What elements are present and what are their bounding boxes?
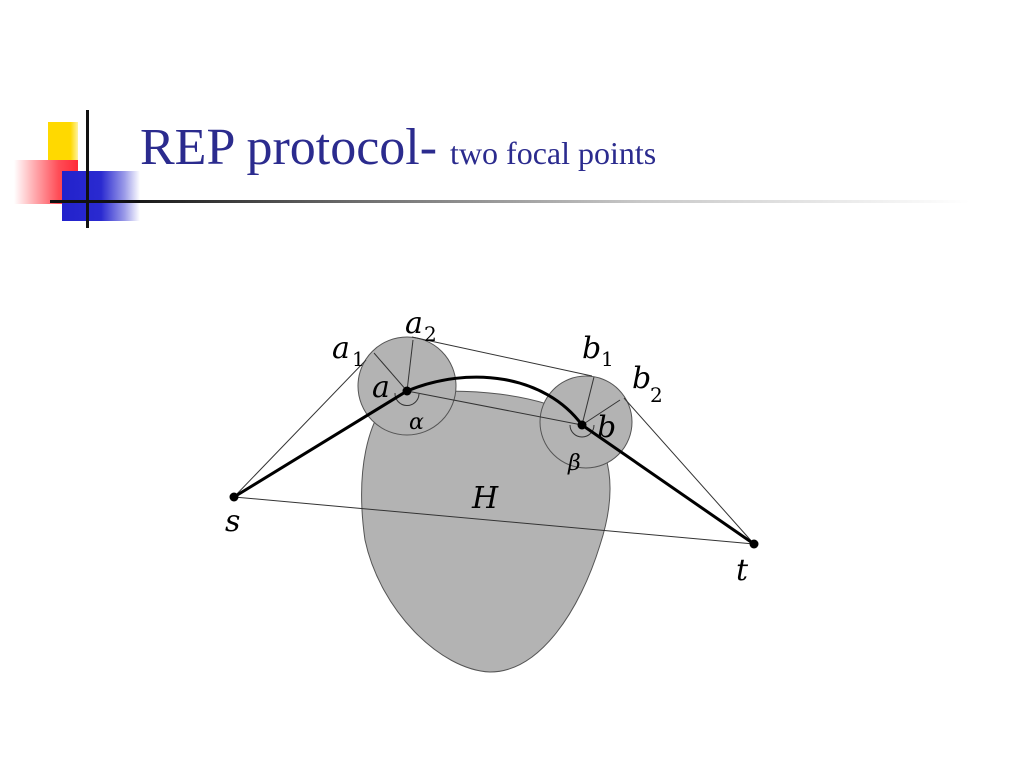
line-a-b <box>406 390 583 426</box>
logo-horizontal-line <box>50 200 142 203</box>
label-alpha: α <box>409 410 424 435</box>
point-b <box>577 420 587 430</box>
label-a1-subscript: 1 <box>352 347 365 371</box>
line-b2-t <box>623 397 755 545</box>
logo-blue-square <box>62 171 140 221</box>
focal-disk-a <box>357 336 457 436</box>
title-underline <box>140 200 970 203</box>
label-a1: a <box>332 331 350 366</box>
logo-vertical-line <box>86 110 89 228</box>
slide-title-main: REP protocol- <box>140 119 451 176</box>
point-s <box>229 492 239 502</box>
radius-b-b1 <box>581 376 595 426</box>
label-b1: b <box>582 331 601 366</box>
radius-b-b2 <box>581 399 621 426</box>
label-b2: b <box>632 361 651 396</box>
line-a2-b1 <box>411 336 593 377</box>
angle-arc-beta <box>569 424 595 438</box>
label-a: a <box>372 370 390 405</box>
slide-logo-decoration <box>0 0 150 240</box>
logo-yellow-square <box>48 122 78 164</box>
label-a2: a <box>405 306 423 341</box>
slide-title-subtitle: two focal points <box>450 135 657 171</box>
line-s-t <box>233 496 755 545</box>
point-a <box>402 386 412 396</box>
label-s: s <box>225 504 240 539</box>
label-t: t <box>736 553 749 588</box>
hull-lines <box>233 336 755 545</box>
label-b1-subscript: 1 <box>601 347 614 371</box>
label-b2-subscript: 2 <box>650 383 663 407</box>
label-h: H <box>471 481 499 516</box>
shortest-path <box>233 375 755 546</box>
label-beta: β <box>567 451 581 476</box>
line-s-a1 <box>233 359 367 498</box>
slide-title: REP protocol- two focal points <box>140 118 656 177</box>
label-b: b <box>597 410 616 445</box>
radius-a-a2 <box>406 339 414 392</box>
label-a2-subscript: 2 <box>424 322 437 346</box>
radius-a-a1 <box>373 352 408 392</box>
point-t <box>749 539 759 549</box>
